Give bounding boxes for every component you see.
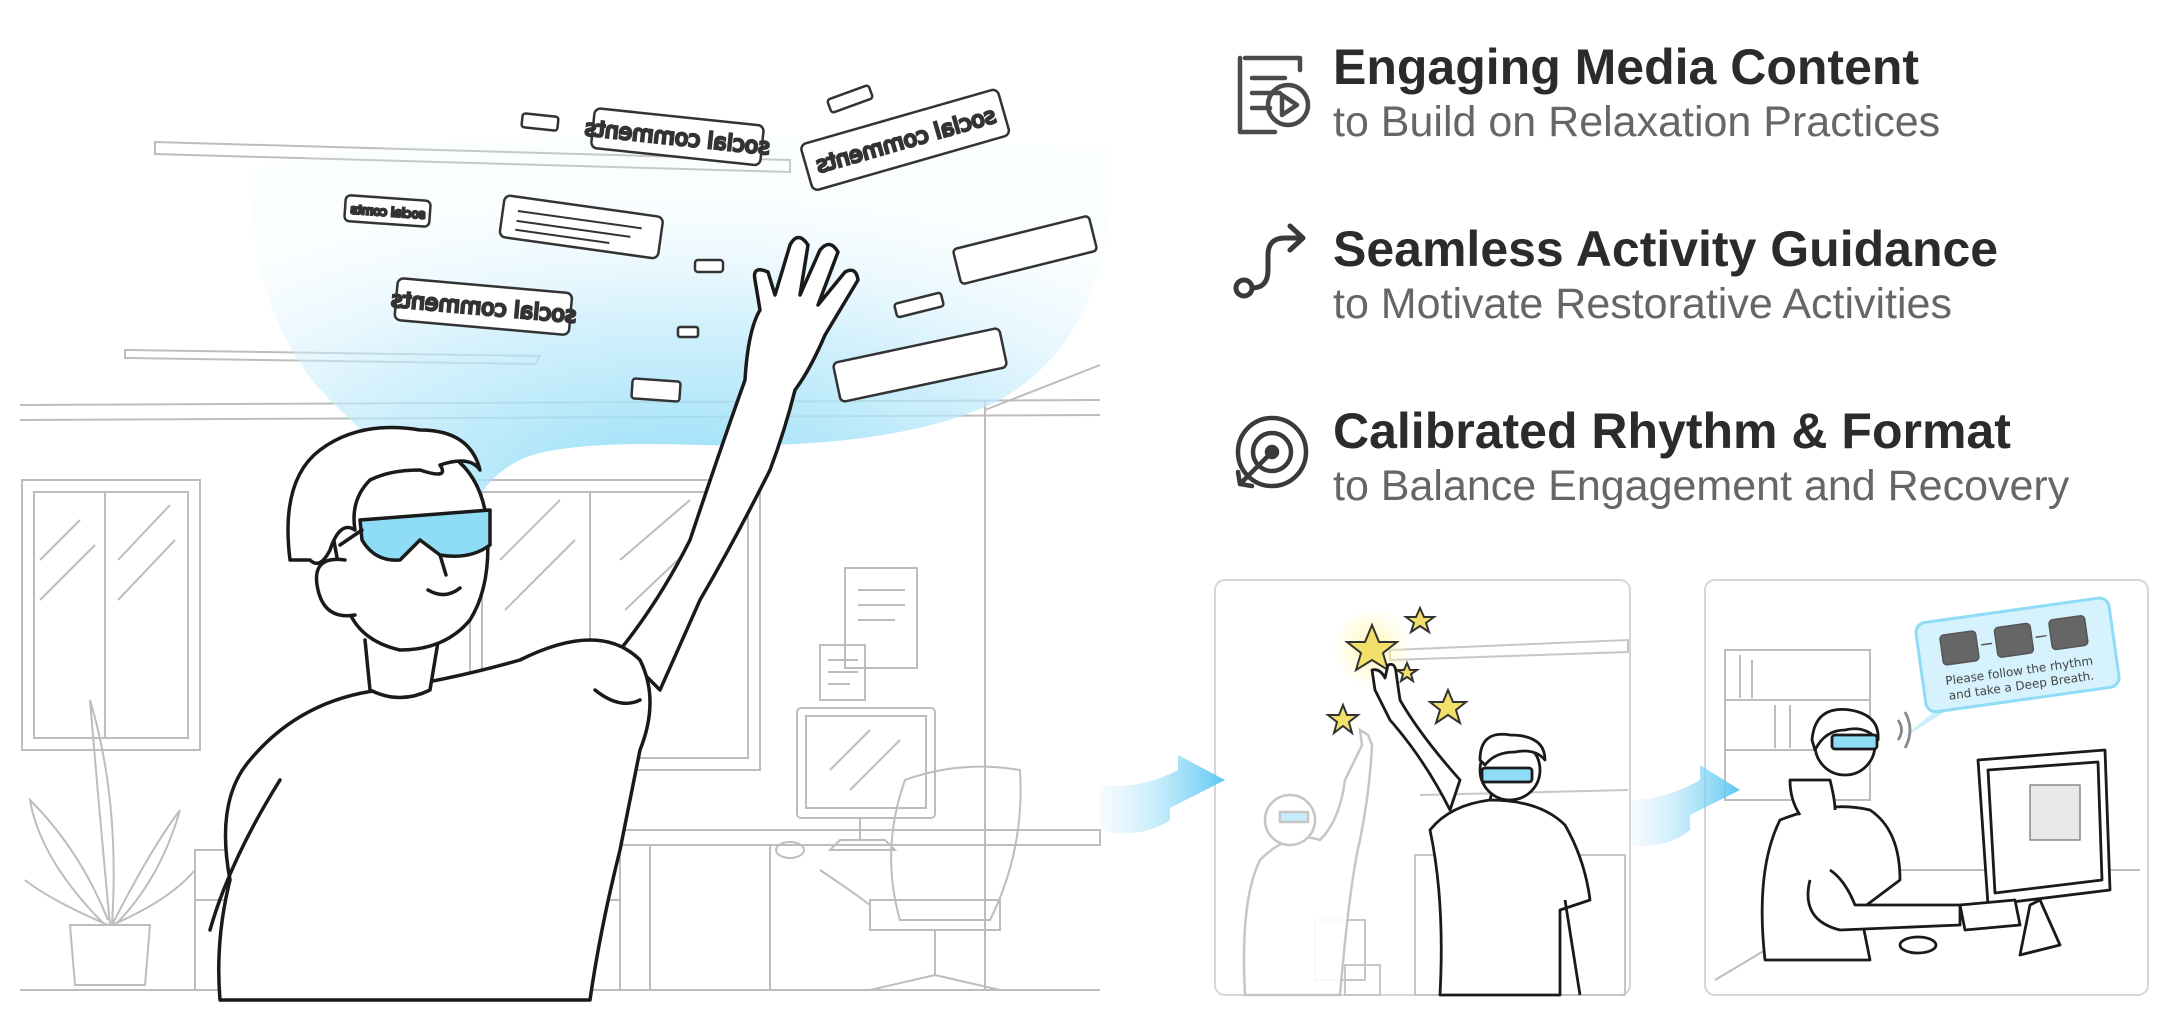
arrow-to-breathing	[1630, 765, 1740, 846]
feature-subtitle: to Build on Relaxation Practices	[1333, 98, 1941, 146]
transition-arrows	[1100, 755, 1740, 846]
feature-subtitle: to Balance Engagement and Recovery	[1333, 462, 2070, 510]
stars	[1325, 605, 1469, 736]
feature-rhythm: Calibrated Rhythm & Format to Balance En…	[1225, 402, 2165, 522]
path-route-icon	[1233, 223, 1306, 299]
feature-title: Engaging Media Content	[1333, 39, 1920, 95]
feature-title: Calibrated Rhythm & Format	[1333, 403, 2011, 459]
feature-title: Seamless Activity Guidance	[1333, 221, 1999, 277]
person-raising-hand	[208, 235, 860, 1002]
star-icon	[1403, 605, 1437, 635]
media-play-icon	[1237, 55, 1311, 135]
arrow-to-activity	[1100, 755, 1225, 834]
feature-guidance: Seamless Activity Guidance to Motivate R…	[1225, 220, 2165, 340]
ghost-person	[1242, 727, 1374, 997]
star-icon	[1344, 622, 1400, 673]
breathing-prompt-card: Please follow the rhythm and take a Deep…	[1900, 596, 2121, 740]
active-person	[1370, 662, 1592, 997]
comment-bubble-1: social comments	[582, 107, 772, 167]
comment-bubble-4: social comts	[343, 194, 432, 228]
star-icon	[1393, 660, 1421, 684]
comment-bubble-lines	[498, 194, 664, 260]
feature-media: Engaging Media Content to Build on Relax…	[1225, 38, 2165, 158]
target-icon	[1235, 415, 1309, 489]
star-icon	[1325, 702, 1361, 736]
seated-person	[1760, 707, 2112, 962]
star-icon	[1427, 687, 1469, 726]
svg-text:social comts: social comts	[350, 202, 425, 221]
feature-subtitle: to Motivate Restorative Activities	[1333, 280, 1952, 328]
comment-bubble-3: social comments	[389, 277, 579, 336]
